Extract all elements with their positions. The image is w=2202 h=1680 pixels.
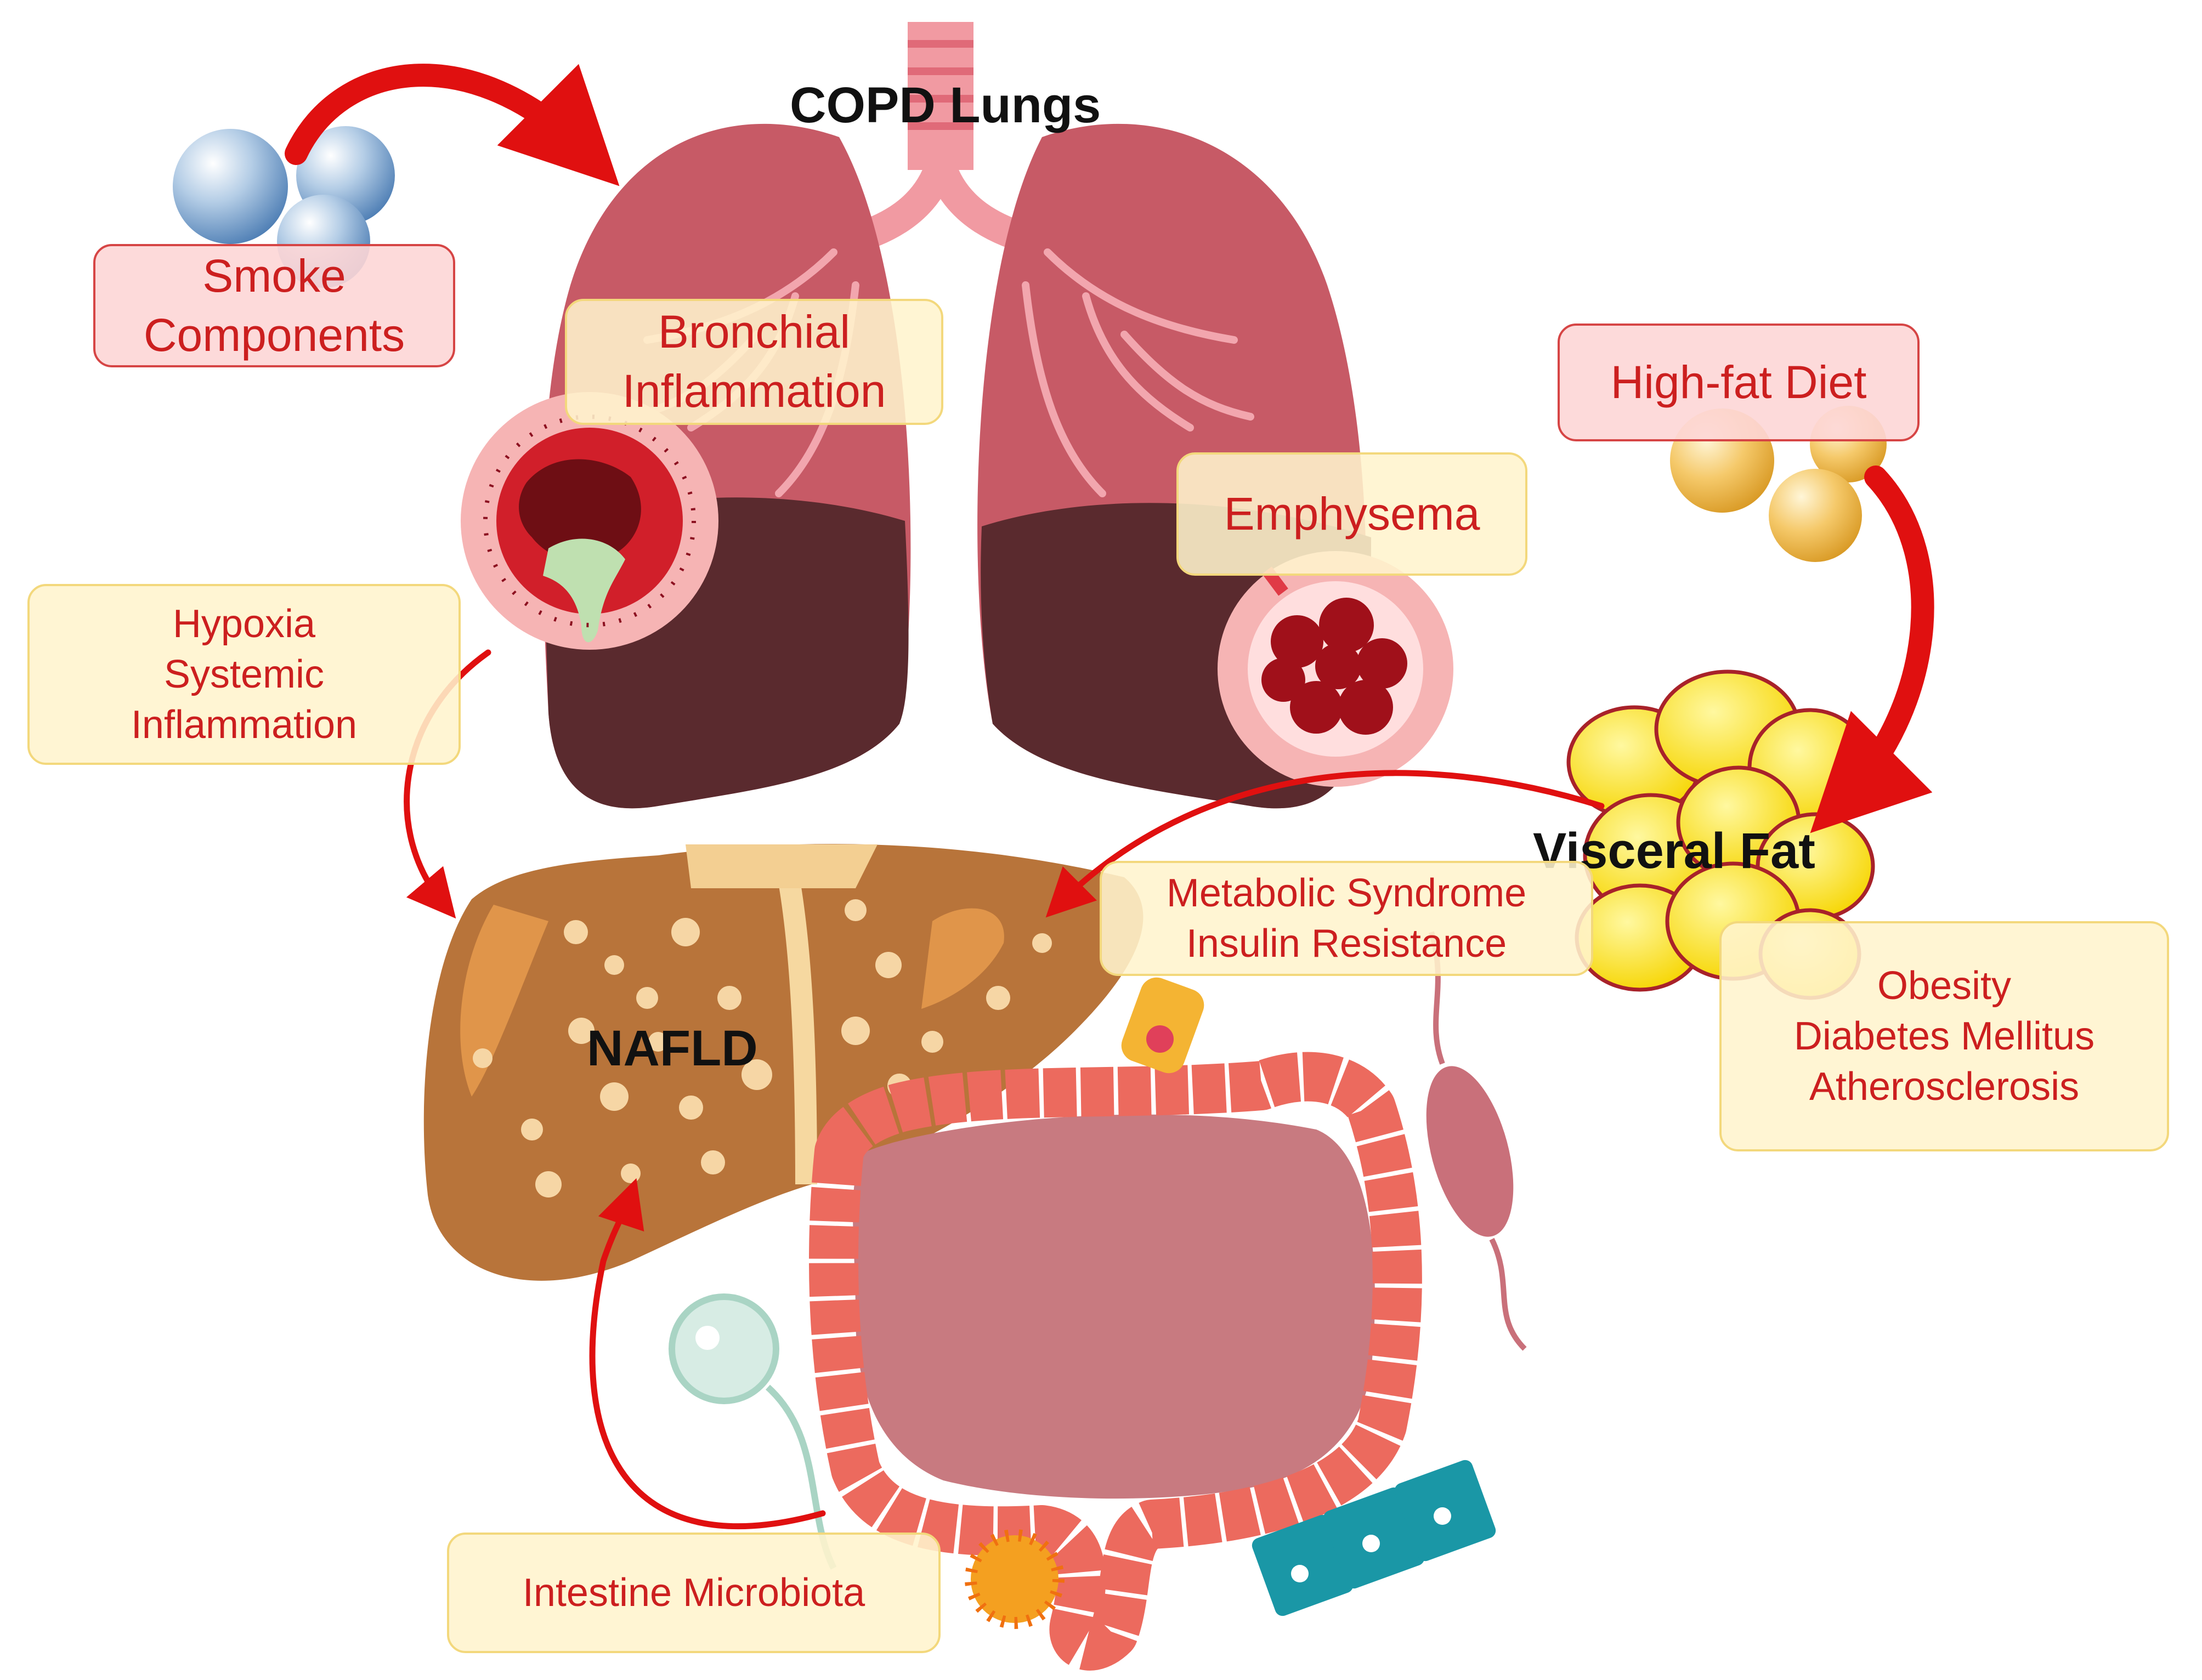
emphysema-alveoli <box>1218 551 1453 787</box>
liver <box>423 844 1144 1281</box>
hypoxia-label-line-2: Systemic <box>163 652 325 696</box>
arrows <box>285 64 1934 1530</box>
inflamed-bronchus <box>461 392 718 650</box>
metabolic-label-line-2: Insulin Resistance <box>1186 922 1507 966</box>
obesity-diabetes-label: Obesity Diabetes Mellitus Atherosclerosi… <box>1719 921 2169 1151</box>
hypoxia-label-line-3: Inflammation <box>131 703 358 747</box>
nafld-title: NAFLD <box>587 1020 758 1076</box>
smoke-label-line-1: Smoke <box>202 249 346 302</box>
hypoxia-label-line-1: Hypoxia <box>172 601 316 646</box>
bronchial-label-line-2: Inflammation <box>622 365 886 417</box>
intestine <box>809 1052 1422 1671</box>
microbes <box>669 931 1527 1629</box>
obesity-label-line-3: Atherosclerosis <box>1809 1065 2080 1109</box>
arrow-smoke-to-lungs <box>285 64 620 186</box>
smoke-label-line-2: Components <box>143 309 405 361</box>
emphysema-label-text: Emphysema <box>1224 487 1480 540</box>
emphysema-label: Emphysema <box>1176 452 1527 576</box>
bronchial-label-line-1: Bronchial <box>658 306 851 358</box>
metabolic-label-line-1: Metabolic Syndrome <box>1166 871 1527 915</box>
arrow-microbiota-to-liver <box>589 1178 826 1530</box>
microbiota-label-text: Intestine Microbiota <box>522 1570 865 1615</box>
high-fat-diet-label: High-fat Diet <box>1558 323 1920 441</box>
obesity-label-line-2: Diabetes Mellitus <box>1793 1014 2095 1058</box>
high-fat-diet-label-text: High-fat Diet <box>1610 356 1867 408</box>
obesity-label-line-1: Obesity <box>1877 963 2012 1008</box>
arrow-diet-to-fat <box>1810 466 1934 833</box>
arrow-fat-to-liver <box>1045 770 1605 918</box>
hypoxia-inflammation-label: Hypoxia Systemic Inflammation <box>27 584 461 765</box>
metabolic-syndrome-label: Metabolic Syndrome Insulin Resistance <box>1100 861 1593 976</box>
bronchial-inflammation-label: Bronchial Inflammation <box>565 299 943 425</box>
intestine-microbiota-label: Intestine Microbiota <box>447 1533 941 1653</box>
smoke-components-label: Smoke Components <box>93 244 455 367</box>
copd-lungs-title: COPD Lungs <box>790 77 1101 133</box>
